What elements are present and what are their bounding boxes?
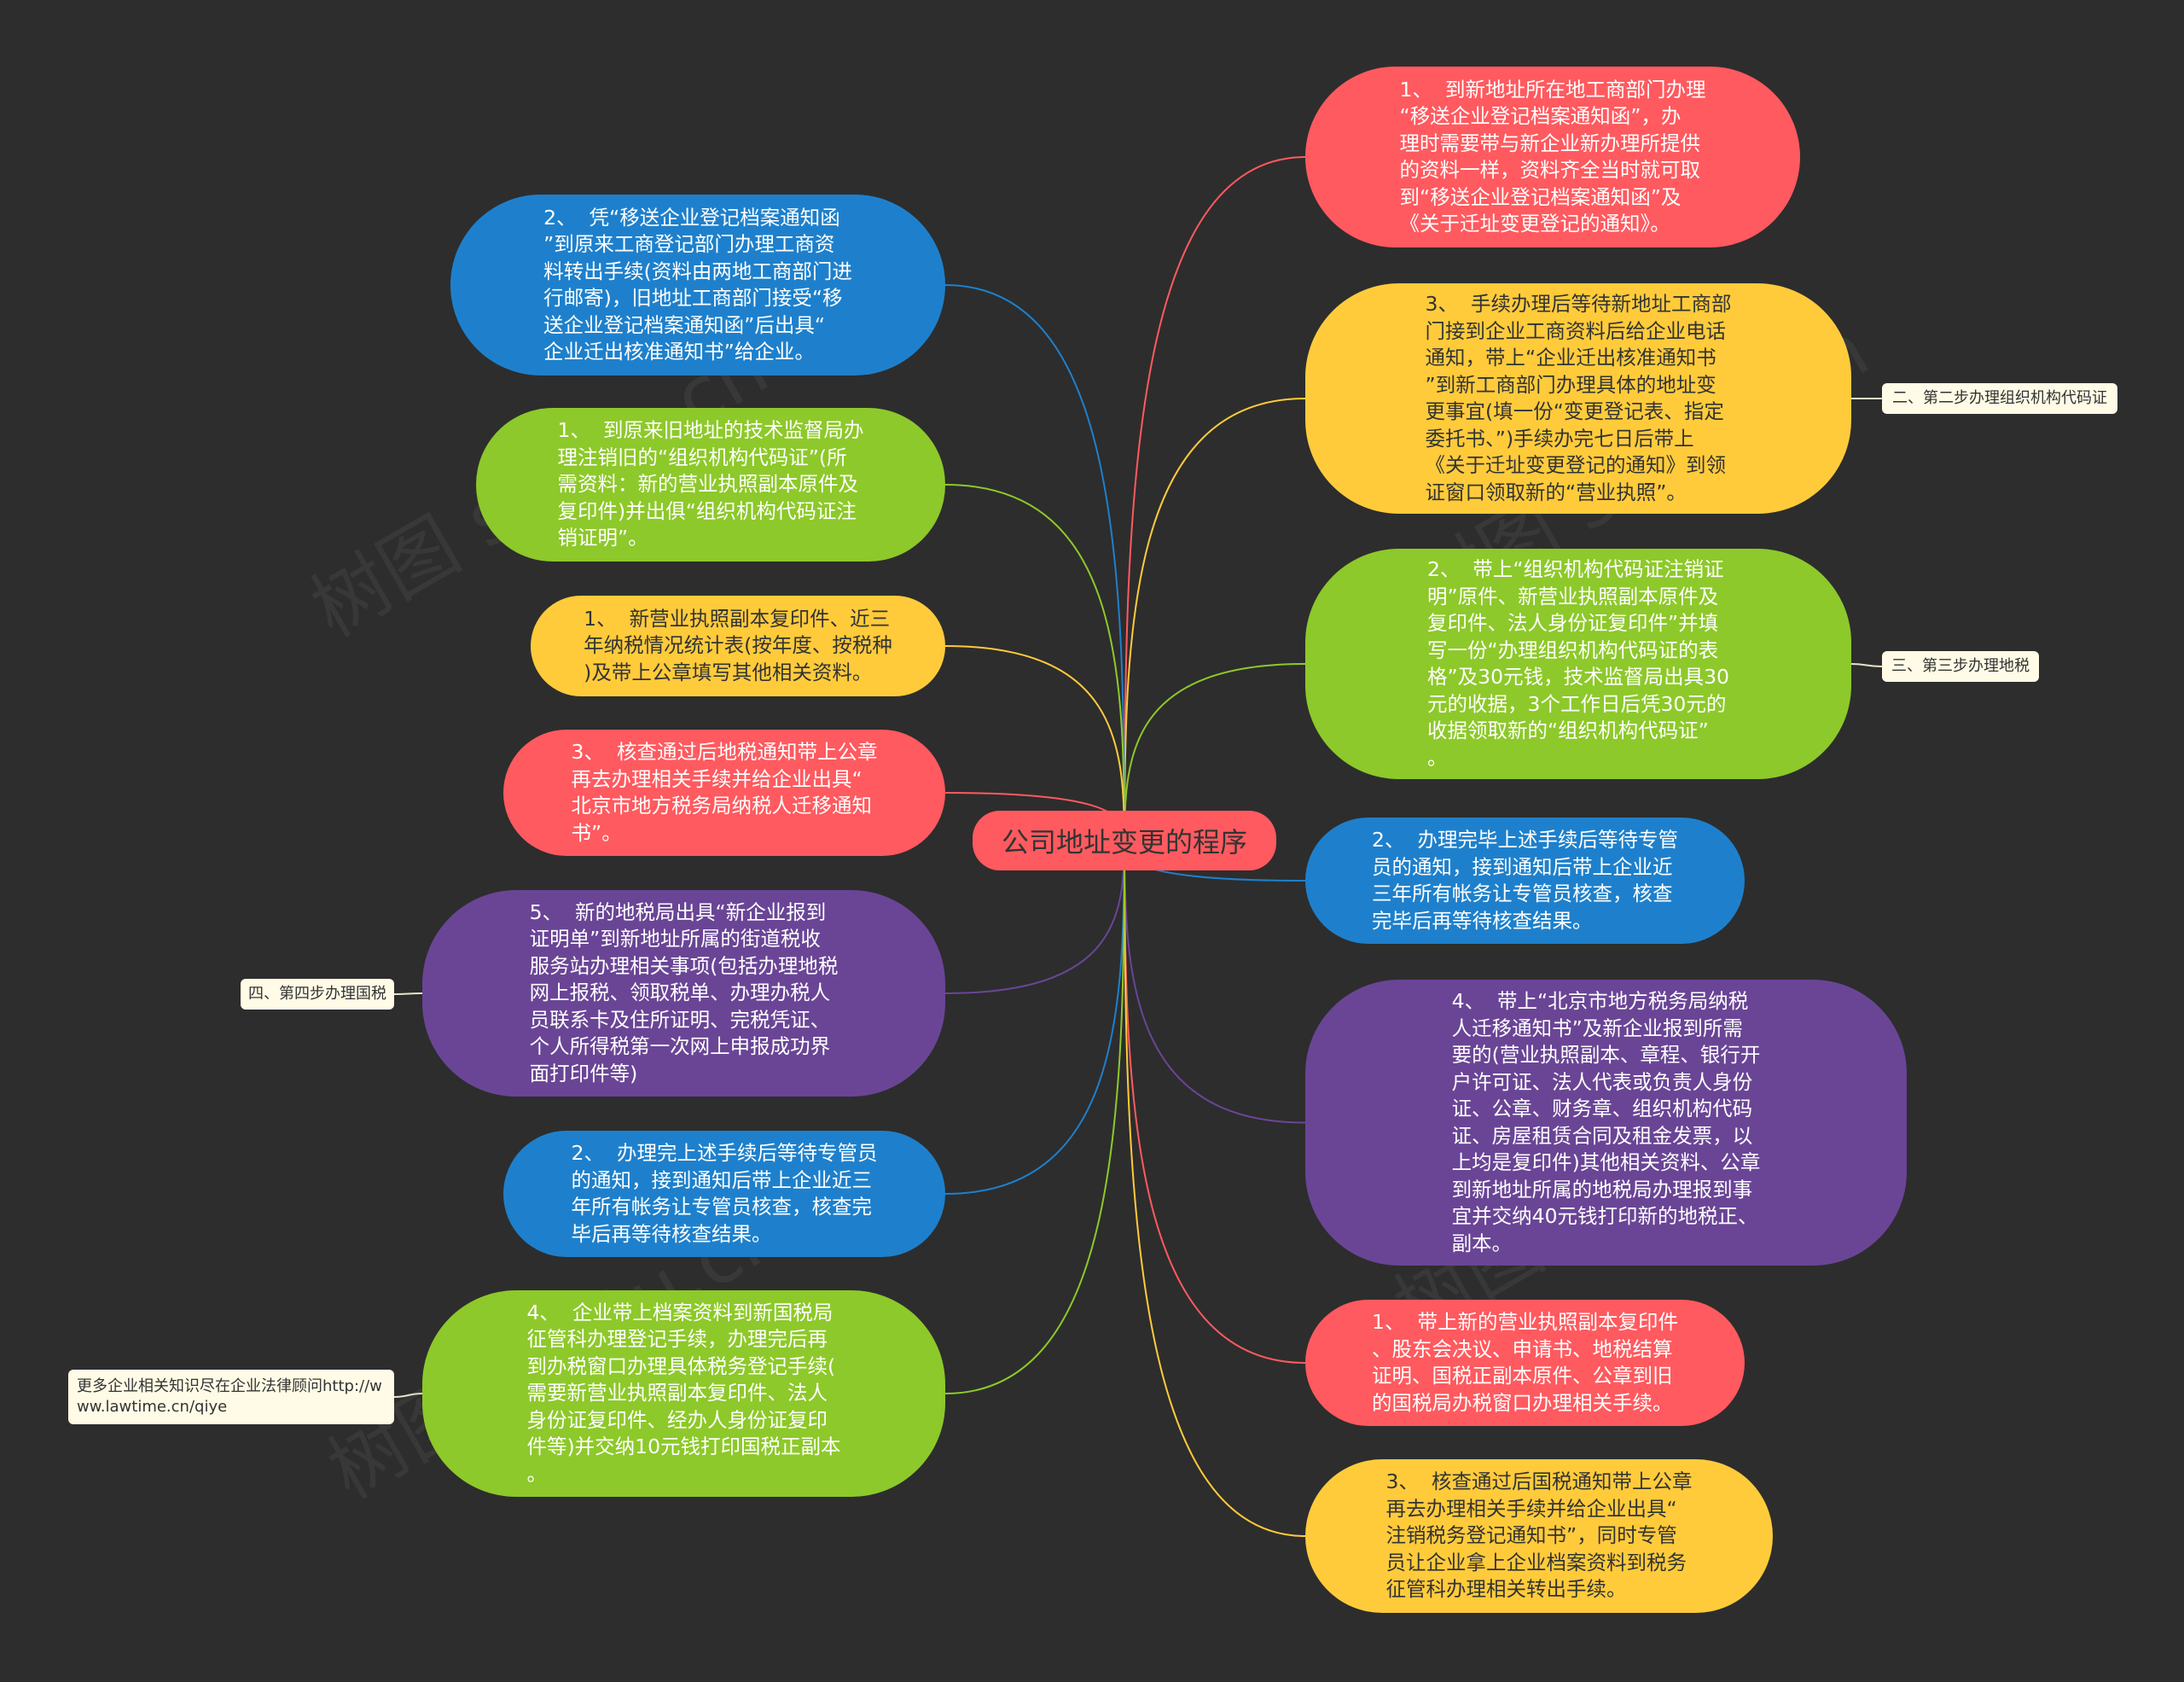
connector-l7 <box>944 840 1125 1394</box>
topic-node-text: 1、 新营业执照副本复印件、近三 年纳税情况统计表(按年度、按税种 )及带上公章… <box>584 606 892 684</box>
tag-text: 三、第三步办理地税 <box>1891 657 2030 675</box>
topic-node-old-business-transfer[interactable]: 2、 凭“移送企业登记档案通知函 ”到原来工商登记部门办理工商资 料转出手续(资… <box>450 195 945 375</box>
connector-l1 <box>944 284 1125 841</box>
topic-node-transfer-notice[interactable]: 1、 到新地址所在地工商部门办理 “移送企业登记档案通知函”，办 理时需要带与新… <box>1305 67 1800 247</box>
topic-node-new-license[interactable]: 3、 手续办理后等待新地址工商部 门接到企业工商资料后给企业电话 通知，带上“企… <box>1305 283 1851 514</box>
topic-node-new-org-code[interactable]: 2、 带上“组织机构代码证注销证 明”原件、新营业执照副本原件及 复印件、法人身… <box>1305 549 1851 779</box>
tag-step-four[interactable]: 四、第四步办理国税 <box>241 979 394 1010</box>
connector-r7 <box>1124 840 1306 1537</box>
connector-r6 <box>1124 840 1306 1364</box>
topic-node-text: 2、 办理完毕上述手续后等待专管 员的通知，接到通知后带上企业近 三年所有帐务让… <box>1372 828 1678 933</box>
connector-r1 <box>1124 156 1306 841</box>
central-topic[interactable]: 公司地址变更的程序 <box>973 811 1276 870</box>
topic-node-national-tax-deregistration[interactable]: 3、 核查通过后国税通知带上公章 再去办理相关手续并给企业出具“ 注销税务登记通… <box>1305 1459 1773 1613</box>
topic-node-street-tax-station[interactable]: 5、 新的地税局出具“新企业报到 证明单”到新地址所属的街道税收 服务站办理相关… <box>422 890 945 1097</box>
connector-r2 <box>1124 398 1306 841</box>
tag-text: 四、第四步办理国税 <box>248 985 386 1003</box>
topic-node-text: 3、 手续办理后等待新地址工商部 门接到企业工商资料后给企业电话 通知，带上“企… <box>1425 292 1732 504</box>
topic-node-new-local-tax-registration[interactable]: 4、 带上“北京市地方税务局纳税 人迁移通知书”及新企业报到所需 要的(营业执照… <box>1305 980 1907 1266</box>
tag-step-two[interactable]: 二、第二步办理组织机构代码证 <box>1882 383 2117 414</box>
topic-node-text: 1、 到新地址所在地工商部门办理 “移送企业登记档案通知函”，办 理时需要带与新… <box>1399 77 1706 236</box>
tag-text: 二、第二步办理组织机构代码证 <box>1892 389 2107 407</box>
tag-connector-t_l7 <box>393 1393 423 1398</box>
topic-node-old-national-tax[interactable]: 1、 带上新的营业执照副本复印件 、股东会决议、申请书、地税结算 证明、国税正副… <box>1305 1300 1745 1426</box>
tag-text: 更多企业相关知识尽在企业法律顾问http://w ww.lawtime.cn/q… <box>77 1377 382 1416</box>
topic-node-national-tax-audit[interactable]: 2、 办理完上述手续后等待专管员 的通知，接到通知后带上企业近三 年所有帐务让专… <box>503 1131 945 1257</box>
connector-l3 <box>944 645 1125 841</box>
connector-r3 <box>1124 663 1306 841</box>
connector-l6 <box>944 840 1125 1195</box>
topic-node-tax-materials[interactable]: 1、 新营业执照副本复印件、近三 年纳税情况统计表(按年度、按税种 )及带上公章… <box>531 596 945 696</box>
topic-node-text: 1、 带上新的营业执照副本复印件 、股东会决议、申请书、地税结算 证明、国税正副… <box>1372 1310 1678 1415</box>
topic-node-cancel-org-code[interactable]: 1、 到原来旧地址的技术监督局办 理注销旧的“组织机构代码证”(所 需资料：新的… <box>476 408 945 562</box>
tag-step-three[interactable]: 三、第三步办理地税 <box>1882 651 2039 682</box>
topic-node-local-tax-audit[interactable]: 2、 办理完毕上述手续后等待专管 员的通知，接到通知后带上企业近 三年所有帐务让… <box>1305 818 1745 944</box>
topic-node-text: 2、 带上“组织机构代码证注销证 明”原件、新营业执照副本原件及 复印件、法人身… <box>1427 557 1729 770</box>
topic-node-text: 1、 到原来旧地址的技术监督局办 理注销旧的“组织机构代码证”(所 需资料：新的… <box>557 418 864 550</box>
topic-node-text: 2、 办理完上述手续后等待专管员 的通知，接到通知后带上企业近三 年所有帐务让专… <box>571 1141 878 1246</box>
topic-node-text: 4、 企业带上档案资料到新国税局 征管科办理登记手续，办理完后再 到办税窗口办理… <box>526 1300 841 1486</box>
connector-l2 <box>944 484 1125 841</box>
topic-node-text: 4、 带上“北京市地方税务局纳税 人迁移通知书”及新企业报到所需 要的(营业执照… <box>1451 989 1761 1255</box>
tag-connector-t_l5 <box>393 992 423 995</box>
topic-node-text: 5、 新的地税局出具“新企业报到 证明单”到新地址所属的街道税收 服务站办理相关… <box>529 899 839 1085</box>
tag-connector-t_r3 <box>1850 663 1883 667</box>
topic-node-text: 2、 凭“移送企业登记档案通知函 ”到原来工商登记部门办理工商资 料转出手续(资… <box>543 205 852 364</box>
central-topic-label: 公司地址变更的程序 <box>1001 826 1247 858</box>
topic-node-text: 3、 核查通过后国税通知带上公章 再去办理相关手续并给企业出具“ 注销税务登记通… <box>1385 1470 1693 1602</box>
topic-node-new-national-tax-registration[interactable]: 4、 企业带上档案资料到新国税局 征管科办理登记手续，办理完后再 到办税窗口办理… <box>422 1290 945 1497</box>
tag-lawtime-link[interactable]: 更多企业相关知识尽在企业法律顾问http://w ww.lawtime.cn/q… <box>68 1370 394 1424</box>
connector-r5 <box>1124 840 1306 1124</box>
topic-node-local-tax-transfer-notice[interactable]: 3、 核查通过后地税通知带上公章 再去办理相关手续并给企业出具“ 北京市地方税务… <box>503 730 945 856</box>
topic-node-text: 3、 核查通过后地税通知带上公章 再去办理相关手续并给企业出具“ 北京市地方税务… <box>571 740 878 845</box>
